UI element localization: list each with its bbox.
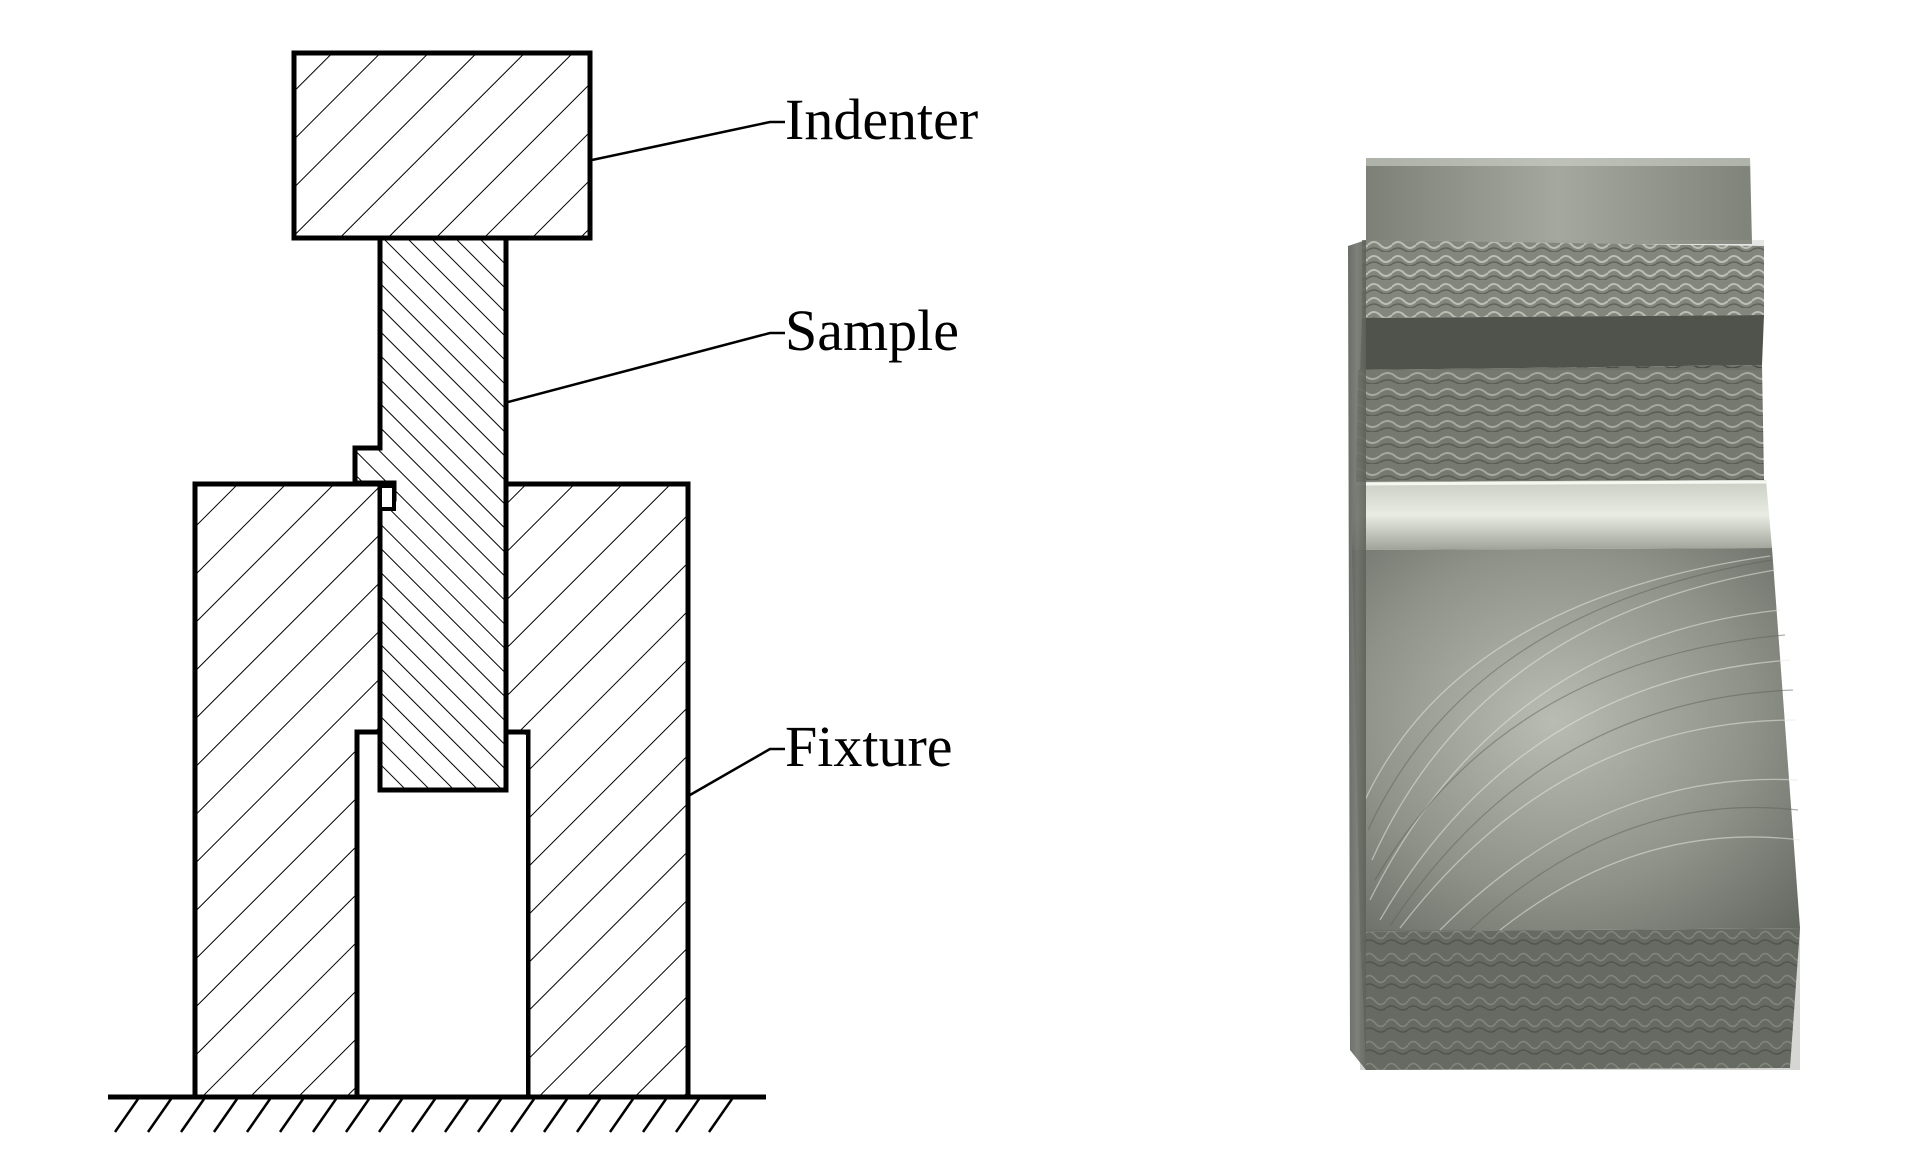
indenter-block: [291, 50, 593, 241]
fixture-cavity: [360, 735, 526, 1095]
indenter-leader: [591, 120, 785, 162]
sample-photo: [1348, 158, 1801, 1070]
schematic: Indenter Sample Fixture: [108, 50, 978, 1133]
fixture-right-block: [503, 481, 691, 1100]
fixture-label: Fixture: [785, 714, 953, 779]
ground: [108, 1094, 766, 1133]
sample-leader: [507, 331, 785, 404]
fixture-leader: [689, 747, 785, 797]
sample-label: Sample: [785, 298, 959, 363]
indenter-label: Indenter: [785, 87, 978, 152]
fixture-left-block: [192, 481, 383, 1100]
sample-block: [352, 235, 509, 793]
